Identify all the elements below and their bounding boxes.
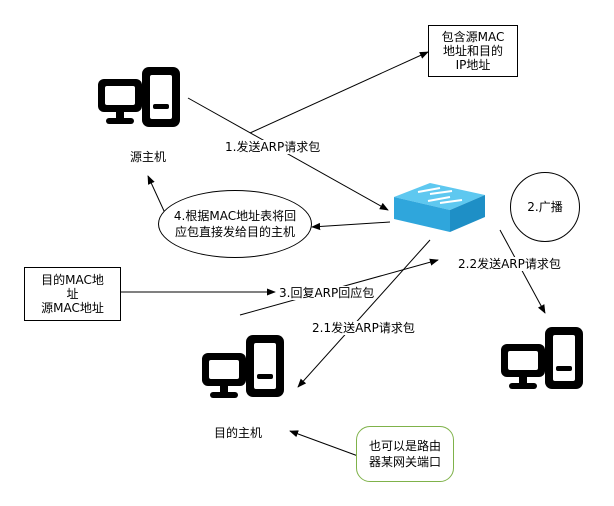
reply-info-line: 址 xyxy=(66,287,79,301)
reply-info-line: 源MAC地址 xyxy=(41,301,104,315)
src-info-line: IP地址 xyxy=(455,58,491,72)
target-host-label: 目的主机 xyxy=(213,426,264,440)
forward-line: 4.根据MAC地址表将回 xyxy=(173,209,297,223)
reply-info-box: 目的MAC地 址 源MAC地址 xyxy=(24,267,121,321)
send-request-label: 1.发送ARP请求包 xyxy=(224,140,322,154)
reply-info-line: 目的MAC地 xyxy=(41,273,104,287)
edge-source-to-switch xyxy=(187,97,389,211)
edge-switch-to-other xyxy=(499,229,546,314)
note-line: 器某网关端口 xyxy=(368,455,441,469)
src-info-line: 地址和目的 xyxy=(442,44,503,58)
source-host-label: 源主机 xyxy=(129,150,168,164)
edge-to-src-info xyxy=(249,51,429,134)
edge-switch-to-forward xyxy=(311,221,391,231)
switch-icon xyxy=(394,183,485,232)
note-line: 也可以是路由 xyxy=(368,439,441,453)
forward-ellipse: 4.根据MAC地址表将回 应包直接发给目的主机 xyxy=(158,190,312,258)
source-computer-icon xyxy=(98,67,180,127)
forward-line: 应包直接发给目的主机 xyxy=(174,225,295,239)
target-computer-icon xyxy=(202,335,284,398)
edge-switch-to-target xyxy=(297,239,431,388)
other-computer-icon xyxy=(501,327,583,389)
reply-label: 3.回复ARP回应包 xyxy=(278,286,376,300)
send-request-2-2-label: 2.2发送ARP请求包 xyxy=(457,257,562,271)
src-info-box: 包含源MAC 地址和目的 IP地址 xyxy=(428,25,518,77)
send-request-2-1-label: 2.1发送ARP请求包 xyxy=(311,321,416,335)
broadcast-circle: 2.广播 xyxy=(510,172,580,242)
gateway-note: 也可以是路由 器某网关端口 xyxy=(356,426,454,482)
edge-note-to-target xyxy=(289,430,359,457)
broadcast-label: 2.广播 xyxy=(527,200,563,214)
src-info-line: 包含源MAC xyxy=(441,30,505,44)
